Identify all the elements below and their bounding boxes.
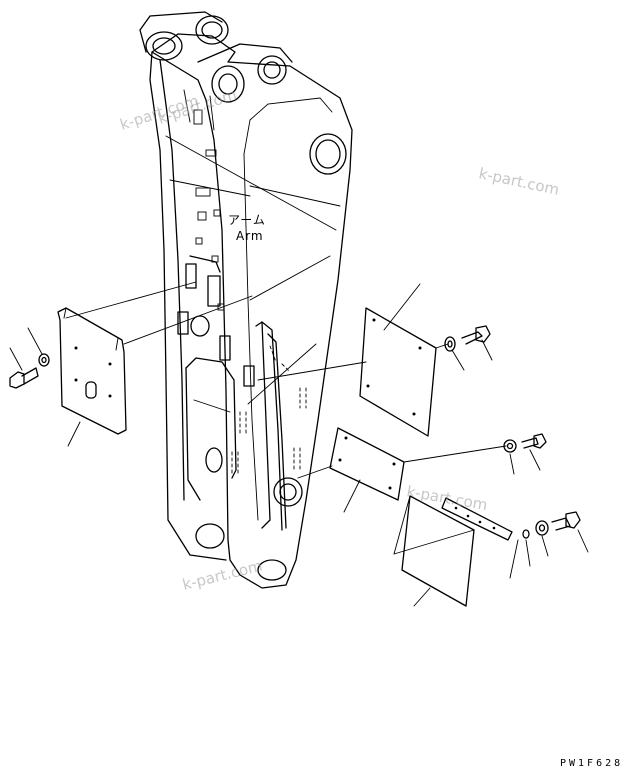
left-bolt bbox=[9, 327, 81, 447]
right-upper-plate bbox=[247, 283, 449, 437]
right-upper-bolt bbox=[444, 325, 493, 371]
drawing-code: PW1F628 bbox=[560, 758, 623, 769]
watermark: k-part.com bbox=[405, 482, 489, 514]
middle-bolt bbox=[503, 433, 547, 475]
arm-body bbox=[139, 11, 353, 589]
middle-plate bbox=[297, 427, 507, 513]
left-cover-plate bbox=[57, 281, 253, 435]
arm-label-jp: アーム bbox=[228, 213, 266, 227]
lower-plate bbox=[393, 495, 513, 607]
watermark: k-part.com bbox=[477, 164, 561, 199]
arm-label-en: Arm bbox=[236, 229, 264, 243]
watermark: k-part.com bbox=[156, 85, 239, 127]
watermark: k-part.com bbox=[181, 557, 265, 594]
lower-bolt bbox=[509, 511, 589, 579]
